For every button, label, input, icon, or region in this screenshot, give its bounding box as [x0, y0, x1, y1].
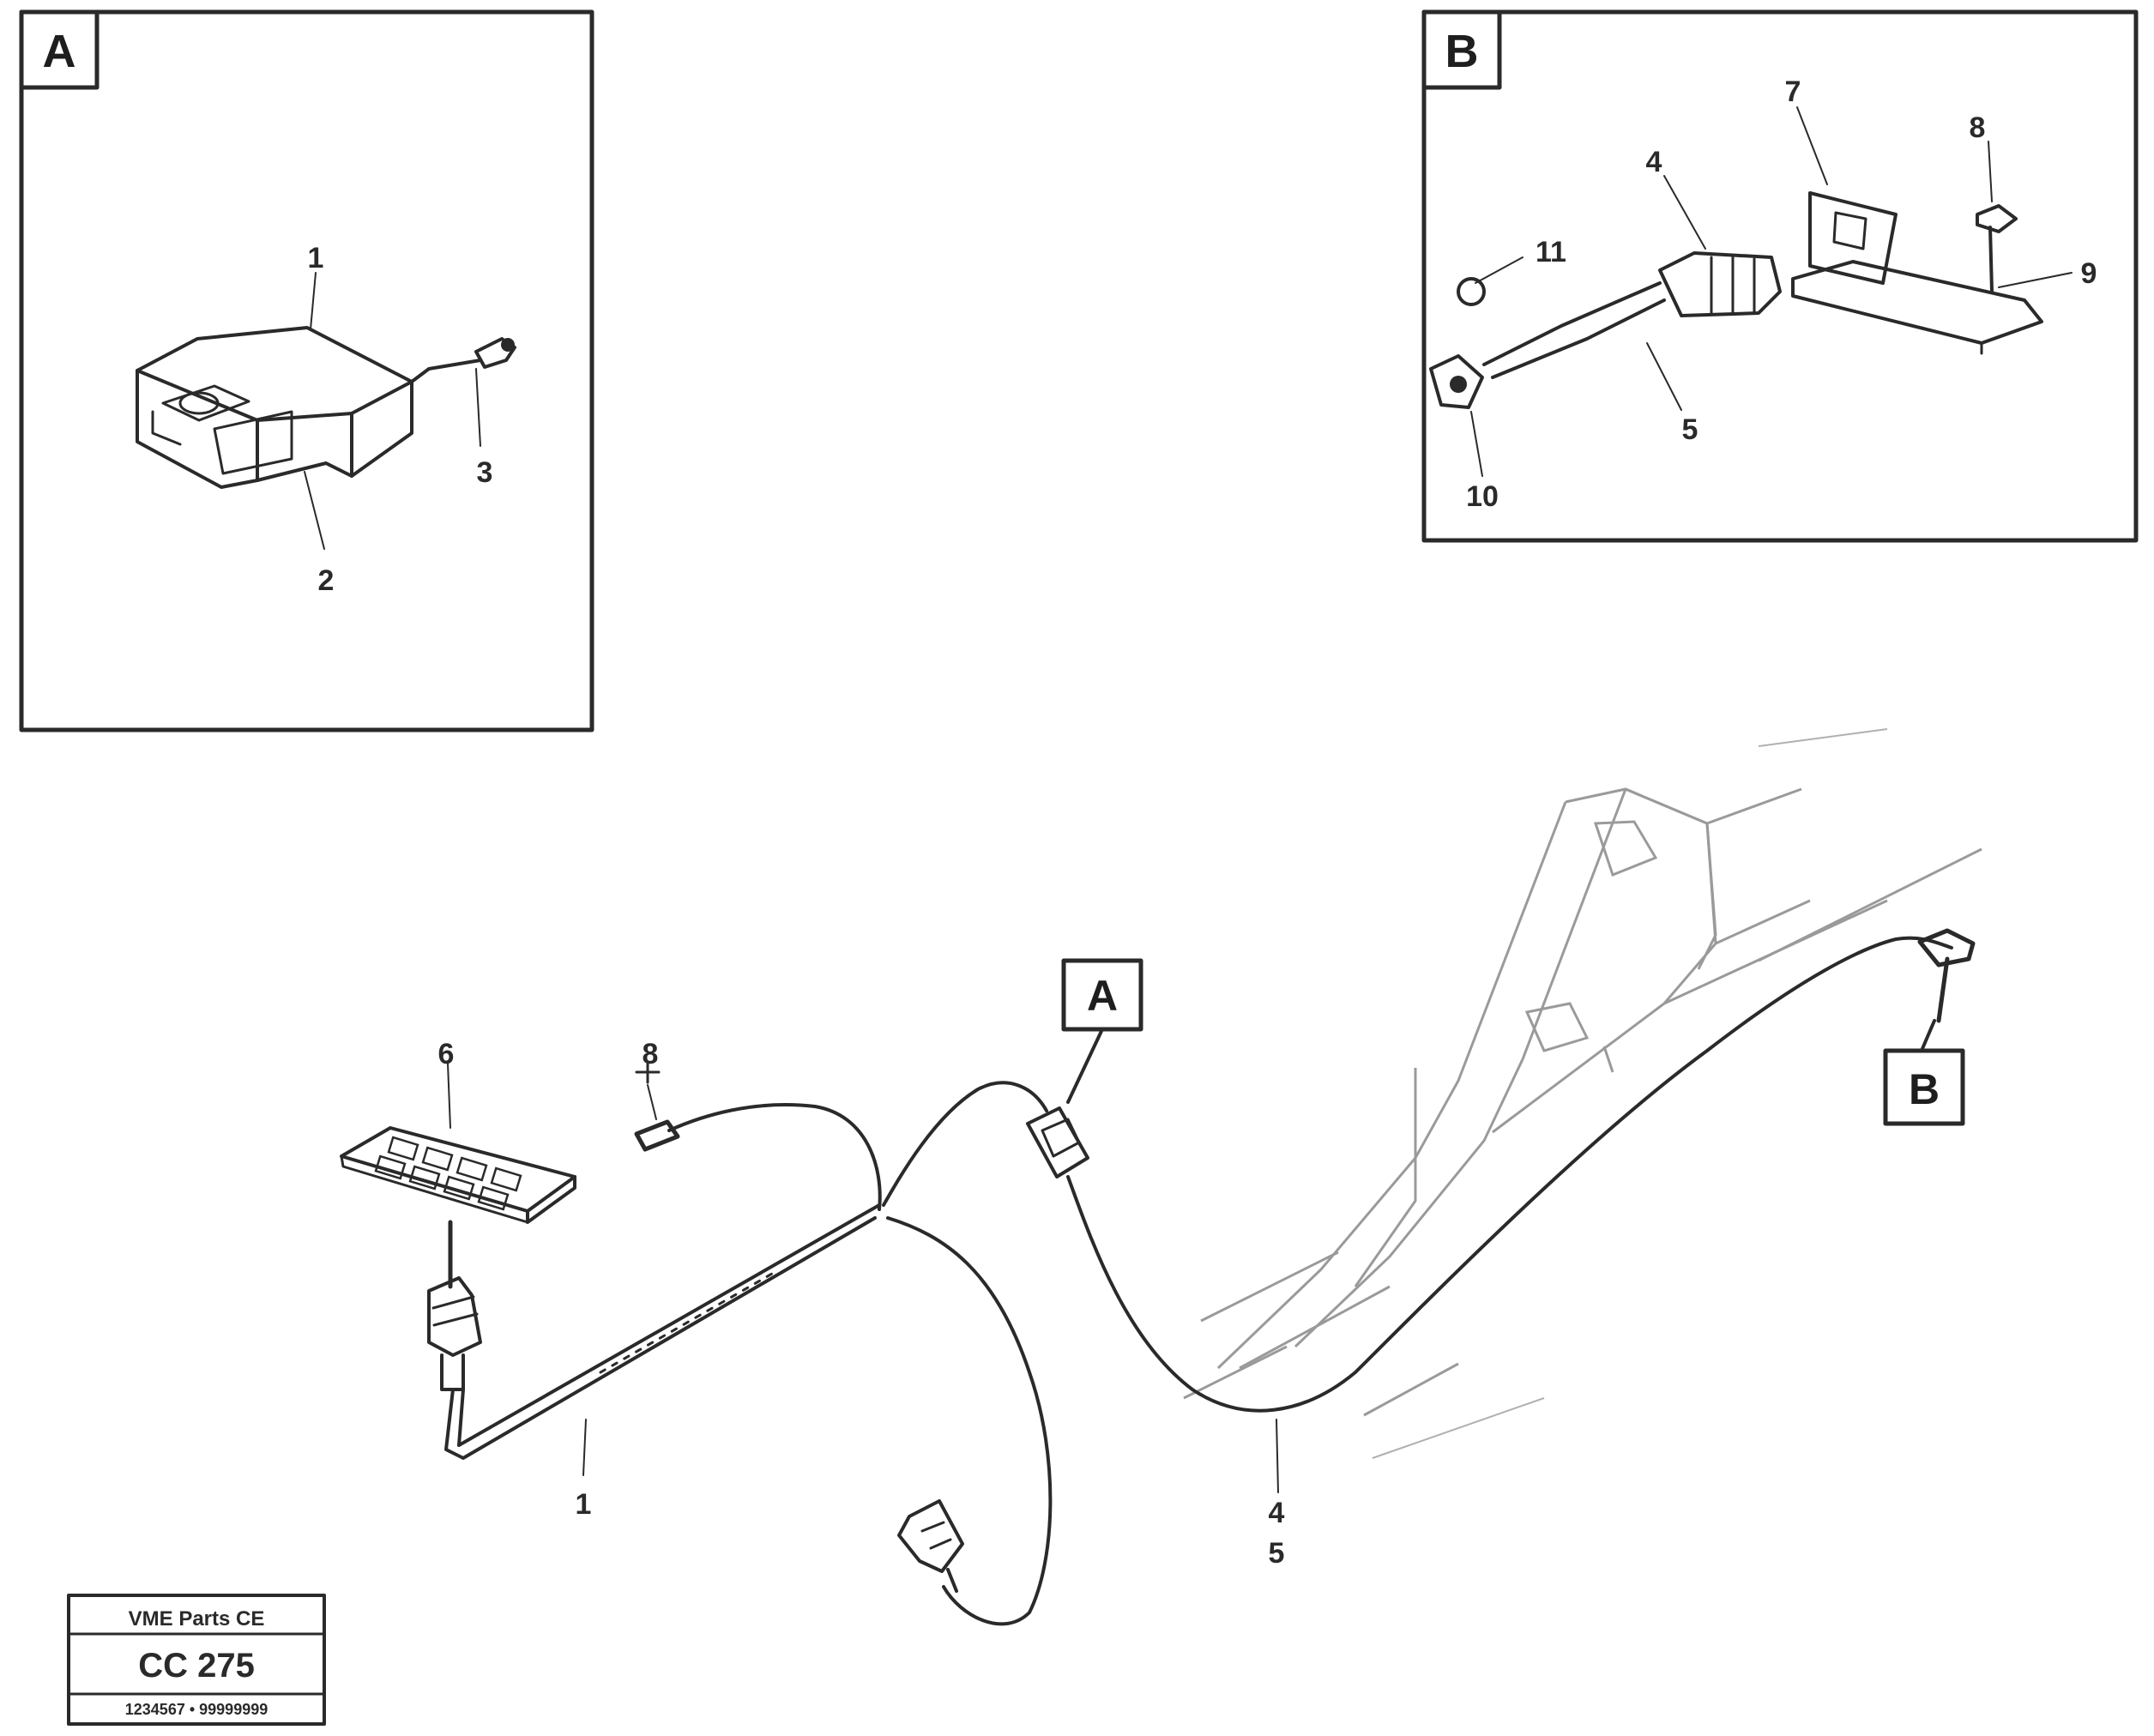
callout-b-7: 7 — [1785, 75, 1801, 108]
frame-lines — [1372, 728, 1888, 1459]
sensor-bracket-drawing — [1429, 106, 2073, 477]
callout-main-1: 1 — [576, 1488, 592, 1521]
callout-a-2: 2 — [318, 564, 335, 597]
connector-housing-drawing — [136, 272, 516, 550]
detail-b-panel: B — [1421, 9, 2139, 543]
control-unit — [340, 1063, 576, 1224]
callout-main-6: 6 — [438, 1038, 455, 1070]
harness-1 — [444, 1203, 881, 1476]
callout-b-5: 5 — [1682, 413, 1698, 446]
callout-main-5: 5 — [1269, 1537, 1285, 1570]
callout-main-4: 4 — [1269, 1497, 1285, 1529]
detail-a-tag: A — [43, 26, 76, 77]
boom-structure — [1183, 787, 1982, 1417]
svg-text:A: A — [1087, 972, 1118, 1020]
svg-text:B: B — [1909, 1065, 1940, 1113]
title-block: VME Parts CE CC 275 1234567 • 99999999 — [67, 1594, 326, 1726]
title-block-header: VME Parts CE — [129, 1607, 265, 1631]
detail-b-tag: B — [1445, 26, 1479, 77]
callout-b-8: 8 — [1970, 112, 1986, 144]
callout-a-3: 3 — [477, 456, 493, 489]
callout-b-10: 10 — [1466, 480, 1499, 513]
callout-a-1: 1 — [308, 242, 324, 274]
callout-b-9: 9 — [2081, 257, 2097, 290]
ref-box-a: A — [1061, 958, 1143, 1032]
callout-b-11: 11 — [1536, 236, 1566, 268]
title-block-code: CC 275 — [138, 1647, 255, 1685]
main-plug — [427, 1220, 482, 1391]
title-block-footer: 1234567 • 99999999 — [125, 1701, 268, 1718]
callout-main-8: 8 — [643, 1038, 659, 1070]
callout-b-4: 4 — [1646, 146, 1662, 178]
ref-box-b: B — [1883, 1048, 1965, 1126]
harness-branches — [634, 928, 1976, 1626]
detail-a-panel: A 1 2 3 — [19, 9, 594, 732]
main-assembly: 6 1 — [340, 728, 1982, 1626]
